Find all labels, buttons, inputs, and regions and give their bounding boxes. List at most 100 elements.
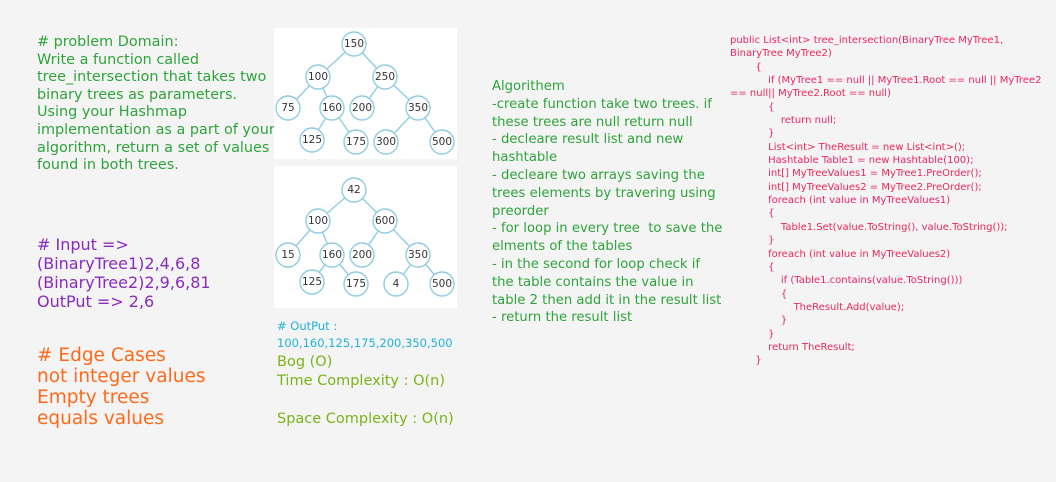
- tree-node-label: 300: [376, 136, 396, 148]
- input-output: OutPut => 2,6: [37, 292, 155, 311]
- space-complexity: Space Complexity : O(n): [277, 411, 454, 427]
- code-line: }: [730, 235, 775, 247]
- code-line: }: [730, 328, 775, 340]
- tree-node-label: 175: [346, 136, 366, 148]
- tree-node-circle: [383, 271, 409, 297]
- tree-node: 175: [343, 271, 369, 297]
- code-line: {: [730, 61, 762, 73]
- tree-node-circle: [405, 242, 431, 268]
- tree-node-label: 600: [375, 215, 395, 227]
- time-complexity: Time Complexity : O(n): [277, 373, 446, 389]
- tree-node: 200: [349, 95, 375, 121]
- tree-node-circle: [373, 129, 399, 155]
- tree-node: 300: [373, 129, 399, 155]
- tree-diagram-1: 150 100 250 75 160 200 350 125 175 300 500: [274, 28, 457, 159]
- output-values: 100,160,125,175,200,350,500: [277, 336, 453, 350]
- code-line: if (Table1.contains(value.ToString())): [730, 275, 963, 287]
- input-heading: # Input =>: [37, 235, 129, 254]
- tree-node-label: 500: [432, 278, 452, 290]
- tree-node-circle: [372, 208, 398, 234]
- tree-node: 4: [383, 271, 409, 297]
- tree-node: 15: [275, 242, 301, 268]
- tree-node-label: 500: [432, 136, 452, 148]
- code-line: TheResult.Add(value);: [730, 301, 905, 313]
- problem-domain-text: Write a function called tree_intersectio…: [37, 51, 275, 174]
- big-o-label: Bog (O): [277, 354, 333, 370]
- tree-node-label: 100: [308, 215, 328, 227]
- tree-node: 75: [275, 95, 301, 121]
- code-line: return TheResult;: [730, 341, 855, 353]
- tree-node-circle: [319, 242, 345, 268]
- code-line: int[] MyTreeValues1 = MyTree1.PreOrder()…: [730, 168, 982, 180]
- code-lines: public List<int> tree_intersection(Binar…: [730, 34, 1056, 368]
- tree-node-label: 250: [375, 71, 395, 83]
- tree-node-circle: [299, 127, 325, 153]
- tree-node-label: 350: [408, 249, 428, 261]
- algorithm-section: Algorithem-create function take two tree…: [492, 78, 724, 327]
- code-line: == null|| MyTree2.Root == null): [730, 88, 891, 100]
- tree-node-circle: [275, 95, 301, 121]
- code-line: }: [730, 355, 762, 367]
- code-line: if (MyTree1 == null || MyTree1.Root == n…: [730, 75, 1042, 87]
- tree-node-label: 15: [281, 249, 294, 261]
- problem-domain: # problem Domain:Write a function called…: [37, 34, 277, 175]
- tree-node-label: 4: [393, 278, 400, 290]
- tree-node: 160: [319, 95, 345, 121]
- tree-node: 350: [405, 242, 431, 268]
- code-line: int[] MyTreeValues2 = MyTree2.PreOrder()…: [730, 181, 982, 193]
- edge-case-item: equals values: [37, 408, 165, 429]
- tree-node-label: 125: [302, 276, 322, 288]
- code-line: Hashtable Table1 = new Hashtable(100);: [730, 155, 974, 167]
- complexity-section: Bog (O) Time Complexity : O(n) Space Compl…: [277, 353, 477, 429]
- tree-node: 175: [343, 129, 369, 155]
- code-line: List<int> TheResult = new List<int>();: [730, 141, 966, 153]
- tree-node: 350: [405, 95, 431, 121]
- edge-case-item: Empty trees: [37, 387, 150, 408]
- tree-diagram-1-svg: 150 100 250 75 160 200 350 125 175 300 500: [275, 31, 455, 155]
- code-line: BinaryTree MyTree2): [730, 48, 832, 60]
- tree-node-circle: [343, 271, 369, 297]
- tree-node-circle: [372, 64, 398, 90]
- tree-node-circle: [405, 95, 431, 121]
- code-line: public List<int> tree_intersection(Binar…: [730, 35, 1004, 46]
- code-line: {: [730, 261, 775, 273]
- tree-node: 150: [341, 31, 367, 57]
- tree-node-circle: [349, 95, 375, 121]
- tree-node-circle: [343, 129, 369, 155]
- tree-node: 100: [305, 64, 331, 90]
- tree-node-label: 150: [344, 38, 364, 50]
- algorithm-step: - for loop in every tree to save the elm…: [492, 221, 727, 255]
- tree-node: 125: [299, 269, 325, 295]
- tree-node-label: 75: [281, 102, 294, 114]
- tree-node: 42: [341, 177, 367, 203]
- output-section: # OutPut : 100,160,125,175,200,350,500: [277, 318, 477, 352]
- tree-node-label: 160: [322, 249, 342, 261]
- tree-node-circle: [341, 31, 367, 57]
- algorithm-step: - decleare result list and new hashtable: [492, 132, 688, 166]
- tree-node-label: 175: [346, 278, 366, 290]
- code-line: foreach (int value in MyTreeValues1): [730, 195, 951, 207]
- algorithm-step: - decleare two arrays saving the trees e…: [492, 167, 720, 219]
- tree-node-circle: [429, 129, 455, 155]
- tree-node-circle: [305, 208, 331, 234]
- code-line: foreach (int value in MyTreeValues2): [730, 248, 951, 260]
- tree-node: 250: [372, 64, 398, 90]
- output-heading: # OutPut :: [277, 319, 338, 333]
- edge-cases-heading: # Edge Cases: [37, 345, 166, 366]
- tree-node-label: 125: [302, 134, 322, 146]
- input-tree1: (BinaryTree1)2,4,6,8: [37, 254, 201, 273]
- code-line: }: [730, 315, 788, 327]
- code-line: }: [730, 128, 775, 140]
- code-line: {: [730, 208, 775, 220]
- tree-node-label: 200: [352, 102, 372, 114]
- problem-domain-heading: # problem Domain:: [37, 34, 179, 50]
- algorithm-step: - in the second for loop check if the ta…: [492, 256, 722, 308]
- tree-node-circle: [341, 177, 367, 203]
- tree-node: 125: [299, 127, 325, 153]
- tree-node: 500: [429, 271, 455, 297]
- code-section: public List<int> tree_intersection(Binar…: [730, 34, 1056, 368]
- input-section: # Input =>(BinaryTree1)2,4,6,8(BinaryTre…: [37, 235, 277, 311]
- tree-node-label: 100: [308, 71, 328, 83]
